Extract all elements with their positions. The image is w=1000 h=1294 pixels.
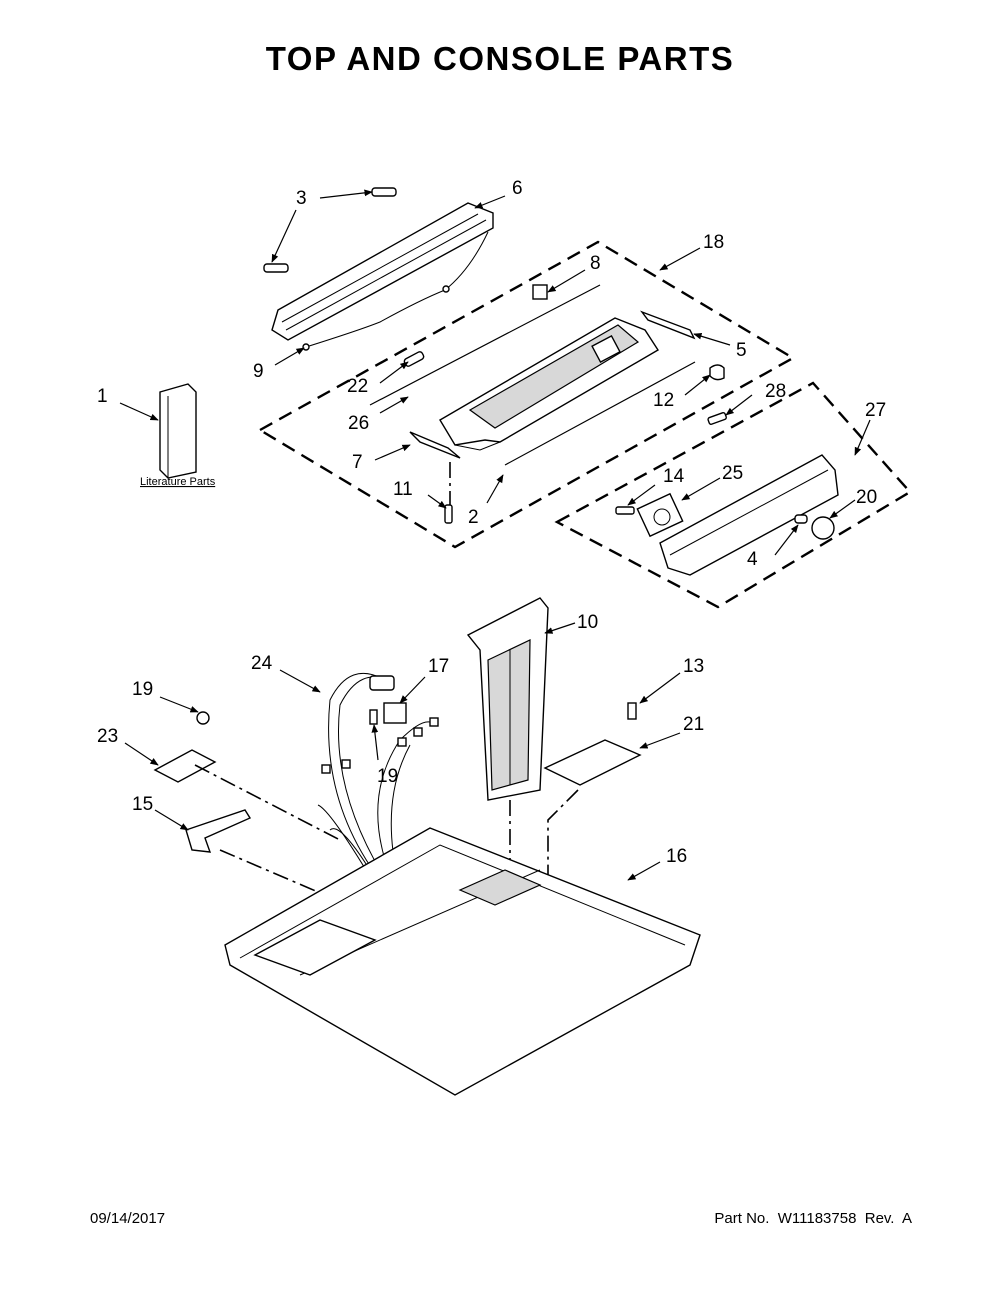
part-28-screw (707, 411, 727, 425)
wire-connector-end (302, 343, 310, 351)
part-8-clip (532, 284, 548, 300)
part-21-cover-plate (543, 739, 642, 786)
part-19-screw (196, 711, 210, 725)
part-27-control-panel (659, 454, 839, 576)
callout-15: 15 (132, 794, 153, 815)
part-25-switch-housing (636, 492, 684, 538)
page-title: TOP AND CONSOLE PARTS (265, 40, 735, 77)
part-22-screw (403, 351, 425, 367)
callout-18: 18 (703, 232, 724, 253)
part-23-axis (194, 764, 341, 841)
part-3-screws (263, 187, 397, 273)
callout-13: 13 (683, 656, 704, 677)
part-17-bracket (383, 702, 407, 724)
footer-part-number: Part No. W11183758 Rev. A (714, 1210, 912, 1227)
part-23-bracket (153, 749, 217, 783)
callout-20: 20 (856, 487, 877, 508)
part-11-screw (444, 504, 453, 524)
part-26-rod (369, 284, 601, 406)
part-1-literature (159, 383, 197, 479)
callout-2: 2 (468, 507, 479, 528)
callout-26: 26 (348, 413, 369, 434)
callout-4: 4 (747, 549, 758, 570)
callout-14: 14 (663, 466, 685, 487)
callout-21: 21 (683, 714, 704, 735)
callout-24: 24 (251, 653, 273, 674)
part-19-screw-harness (369, 709, 378, 725)
part-21-axis (547, 789, 579, 880)
callout-12: 12 (653, 390, 674, 411)
callout-1: 1 (97, 386, 108, 407)
part-24-main-wire-harness (317, 672, 439, 881)
callout-leaders (119, 189, 871, 881)
callout-3: 3 (296, 188, 307, 209)
part-15-axis (219, 849, 326, 896)
callout-25: 25 (722, 463, 743, 484)
part-20-knob (811, 516, 835, 540)
footer-date: 09/14/2017 (90, 1210, 166, 1227)
callout-9: 9 (253, 361, 264, 382)
callout-19a: 19 (132, 679, 153, 700)
callout-8: 8 (590, 253, 601, 274)
callout-19b: 19 (377, 766, 398, 787)
callout-5: 5 (736, 340, 747, 361)
callout-28: 28 (765, 381, 786, 402)
part-2-rod (504, 361, 696, 466)
callout-16: 16 (666, 846, 687, 867)
part-12-clip (709, 364, 725, 381)
part-5-bracket (640, 310, 696, 340)
callout-10: 10 (577, 612, 598, 633)
part-7-terminal-block (409, 431, 461, 459)
part-14-screw (615, 506, 635, 515)
callout-17: 17 (428, 656, 449, 677)
part-10-lint-duct (466, 597, 549, 801)
callout-labels: 1 2 3 4 5 6 7 8 9 10 11 12 13 14 15 16 1… (97, 178, 886, 867)
callout-27: 27 (865, 400, 886, 421)
part-15-plate (185, 809, 252, 853)
part-9-wire-harness (305, 231, 489, 348)
part-18-console-body (439, 317, 659, 451)
callout-6: 6 (512, 178, 523, 199)
part-16-top-panel (224, 827, 701, 1096)
callout-7: 7 (352, 452, 363, 473)
callout-11: 11 (393, 479, 413, 500)
part-4-spring (794, 514, 808, 524)
callout-23: 23 (97, 726, 118, 747)
wire-connector-mid (442, 285, 450, 293)
part-6-console-end-cap (271, 202, 494, 341)
literature-parts-label: Literature Parts (140, 476, 216, 488)
part-13-screw (627, 702, 637, 720)
callout-22: 22 (347, 376, 368, 397)
